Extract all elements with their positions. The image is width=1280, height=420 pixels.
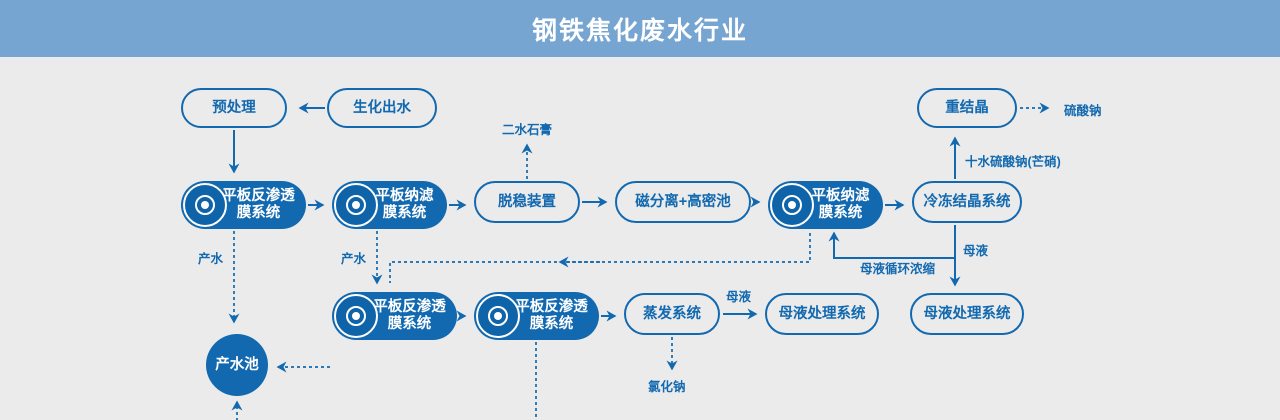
node-label: 重结晶	[945, 99, 989, 116]
node-mother-liquor-2[interactable]: 母液处理系统	[910, 293, 1024, 335]
node-bio-effluent[interactable]: 生化出水	[327, 88, 437, 128]
node-ro-3[interactable]: 平板反渗透 膜系统	[474, 292, 599, 340]
node-freeze-crystallization[interactable]: 冷冻结晶系统	[912, 181, 1022, 223]
node-recrystallization[interactable]: 重结晶	[917, 88, 1017, 128]
node-label: 预处理	[212, 99, 256, 116]
edge-nf2-recycle-to-ro2-path	[389, 233, 811, 283]
edge-label-mother-liquor-evap: 母液	[726, 290, 752, 304]
node-label: 平板反渗透 膜系统	[515, 299, 588, 332]
edge-label-product-water-2: 产水	[341, 252, 367, 266]
node-nf-2[interactable]: 平板纳滤 膜系统	[768, 181, 883, 229]
node-label: 母液处理系统	[923, 305, 1011, 322]
node-destabilizer[interactable]: 脱稳装置	[474, 181, 580, 223]
node-product-water-pool[interactable]: 产水池	[206, 334, 268, 396]
node-pretreatment[interactable]: 预处理	[181, 88, 287, 128]
edge-mother-recycle-to-nf2	[828, 231, 955, 259]
node-label: 平板纳滤 膜系统	[375, 188, 434, 221]
membrane-disc-icon	[334, 183, 378, 227]
node-ro-2[interactable]: 平板反渗透 膜系统	[332, 292, 457, 340]
node-magnetic-separation[interactable]: 磁分离+高密池	[615, 181, 751, 223]
edge-label-mother-liquor-right: 母液	[963, 244, 989, 258]
membrane-disc-icon	[334, 294, 378, 338]
membrane-disc-icon	[770, 183, 814, 227]
edge-label-product-water-1: 产水	[198, 252, 224, 266]
node-label: 平板反渗透 膜系统	[373, 299, 446, 332]
terminal-gypsum: 二水石膏	[502, 123, 553, 137]
page-title: 钢铁焦化废水行业	[531, 16, 748, 45]
node-nf-1[interactable]: 平板纳滤 膜系统	[332, 181, 447, 229]
diagram-connectors	[228, 102, 1050, 420]
node-mother-liquor-1[interactable]: 母液处理系统	[765, 293, 879, 335]
node-label: 平板反渗透 膜系统	[222, 188, 295, 221]
node-evaporation[interactable]: 蒸发系统	[624, 293, 720, 335]
node-label: 母液处理系统	[778, 305, 866, 322]
membrane-disc-icon	[183, 183, 227, 227]
terminal-sodium-sulfate: 硫酸钠	[1064, 104, 1102, 118]
node-label: 生化出水	[353, 99, 411, 116]
node-label: 蒸发系统	[643, 305, 701, 322]
node-label: 脱稳装置	[498, 193, 556, 210]
node-label: 平板纳滤 膜系统	[811, 188, 870, 221]
node-label: 冷冻结晶系统	[923, 193, 1011, 210]
node-label: 产水池	[215, 356, 259, 373]
node-ro-1[interactable]: 平板反渗透 膜系统	[181, 181, 306, 229]
page-header: 钢铁焦化废水行业	[0, 0, 1280, 57]
process-flow-diagram: 预处理 生化出水 平板反渗透 膜系统 平板纳滤 膜系统 脱稳装置 磁分离+高密池…	[0, 57, 1280, 420]
membrane-disc-icon	[476, 294, 520, 338]
node-label: 磁分离+高密池	[635, 193, 731, 210]
edge-label-mother-liquor-recycle: 母液循环浓缩	[860, 262, 936, 276]
edge-label-glaubers-salt: 十水硫酸钠(芒硝)	[965, 155, 1061, 169]
edge-ro3-to-pool	[231, 342, 537, 420]
terminal-sodium-chloride: 氯化钠	[648, 380, 686, 394]
